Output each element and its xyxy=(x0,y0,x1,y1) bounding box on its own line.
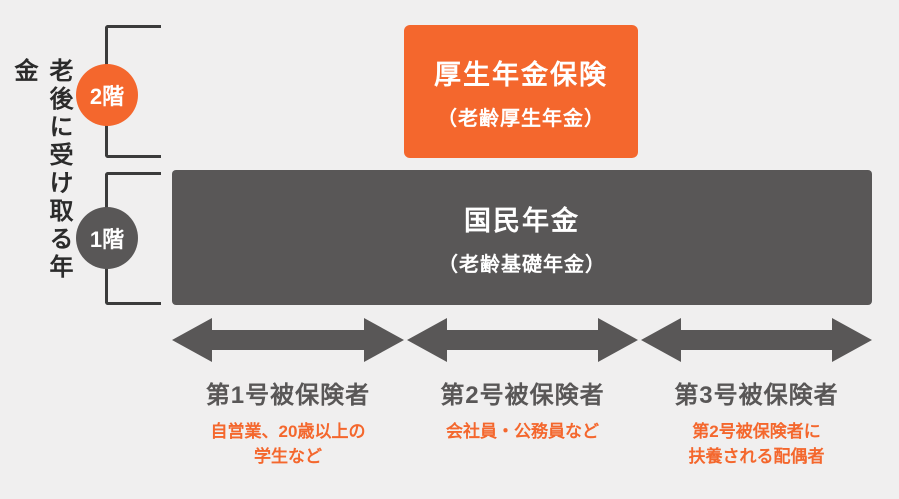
double-arrow-icon xyxy=(172,318,404,362)
category-insured-3: 第3号被保険者 第2号被保険者に 扶養される配偶者 xyxy=(641,318,872,469)
kosei-nenkin-title: 厚生年金保険 xyxy=(434,59,608,90)
category-3-label: 第3号被保険者 xyxy=(674,382,839,409)
floor1-badge-label: 1階 xyxy=(89,227,125,252)
floor2-badge-label: 2階 xyxy=(89,84,125,109)
kosei-nenkin-subtitle: （老齢厚生年金） xyxy=(437,107,605,130)
category-insured-2: 第2号被保険者 会社員・公務員など xyxy=(407,318,638,445)
category-3-description: 第2号被保険者に 扶養される配偶者 xyxy=(688,422,825,466)
double-arrow-icon xyxy=(407,318,638,362)
category-1-label: 第1号被保険者 xyxy=(205,382,371,409)
category-2-description: 会社員・公務員など xyxy=(446,422,599,441)
category-insured-1: 第1号被保険者 自営業、20歳以上の 学生など xyxy=(172,318,404,469)
kokumin-nenkin-title: 国民年金 xyxy=(464,205,580,236)
category-2-label: 第2号被保険者 xyxy=(440,382,605,409)
category-1-description: 自営業、20歳以上の 学生など xyxy=(210,422,366,466)
double-arrow-icon xyxy=(641,318,872,362)
kokumin-nenkin-box: 国民年金 （老齢基礎年金） xyxy=(172,170,872,305)
diagram-title: 老後に受け取る年金 xyxy=(10,58,72,282)
kokumin-nenkin-subtitle: （老齢基礎年金） xyxy=(438,253,606,276)
floor2-badge: 2階 xyxy=(76,64,138,126)
floor1-badge: 1階 xyxy=(76,207,138,269)
kosei-nenkin-box: 厚生年金保険 （老齢厚生年金） xyxy=(404,25,638,158)
